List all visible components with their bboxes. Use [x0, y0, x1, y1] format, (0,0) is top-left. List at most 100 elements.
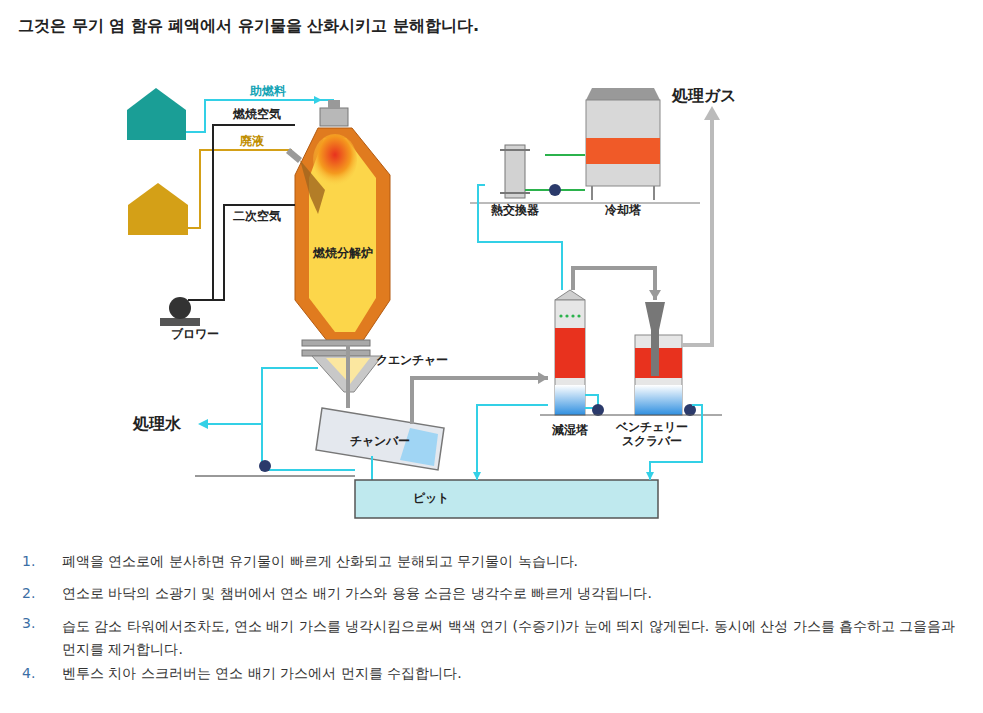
cooling-tower-leg: [591, 186, 593, 200]
ground-line: [195, 476, 355, 477]
spray-dot: [571, 314, 574, 317]
dehumidifier-water: [555, 385, 585, 415]
connector: [478, 185, 562, 290]
list-number: 2.: [22, 585, 35, 601]
output-label: 処理ガス: [672, 86, 736, 107]
connector-line: [478, 185, 562, 290]
list-text: 폐액을 연소로에 분사하면 유기물이 빠르게 산화되고 분해되고 무기물이 녹습…: [62, 553, 967, 571]
treated-gas-arrow: [704, 106, 720, 120]
chamber-outlet: [410, 408, 414, 424]
connector: [348, 345, 349, 408]
chamber-box: チャンバー: [315, 408, 445, 476]
venturi-scrubber-box: ベンチェリー スクラバー: [612, 300, 692, 448]
heat-exchanger-flange: [500, 149, 530, 151]
cooling-tower-fill: [586, 138, 660, 164]
arrow-head: [646, 472, 654, 480]
cooling-tower-body: [586, 100, 660, 186]
connector-line: [477, 405, 548, 480]
connector-line: [412, 378, 548, 408]
quench-water-line: [262, 368, 355, 470]
dehumidifier-body: [555, 300, 585, 415]
connector: [412, 372, 548, 408]
spray-dot: [577, 314, 580, 317]
edge-label: 二次空気: [232, 209, 282, 223]
node-label: 減湿塔: [548, 423, 592, 437]
arrow-head: [473, 472, 481, 480]
connector: [224, 205, 295, 292]
treated-water-line: [206, 423, 262, 425]
ground-line: [540, 415, 722, 416]
spray-dot: [559, 314, 562, 317]
connector: [213, 125, 295, 292]
list-number: 4.: [22, 665, 35, 681]
pump: [549, 184, 561, 196]
connector: [573, 268, 661, 300]
connector-line: [573, 268, 655, 300]
chamber-body: [316, 408, 444, 470]
list-number: 1.: [22, 553, 35, 569]
blower-outlet: [212, 292, 214, 300]
output-label: 処理水: [133, 414, 181, 435]
heat-exchanger-body: [505, 145, 525, 198]
list-text: 벤투스 치아 스크러버는 연소 배기 가스에서 먼지를 수집합니다.: [62, 665, 967, 683]
node-label: 燃焼分解炉: [295, 246, 390, 260]
waste-label: 廃液: [240, 133, 264, 150]
fuel-label: 助燃料: [250, 83, 286, 100]
heat-exchanger-flange: [500, 192, 530, 194]
connector: [545, 155, 585, 156]
dehumidifier-box: 減湿塔: [548, 290, 592, 445]
blower-fan: [169, 297, 191, 319]
pit-basin: [355, 480, 658, 518]
node-label: 冷却塔: [585, 203, 660, 217]
node-label: ブロワー: [155, 327, 235, 341]
quencher-flange: [302, 340, 370, 346]
cooling-tower-leg: [653, 186, 655, 200]
venturi-water: [635, 385, 682, 415]
blower-box: ブロワー: [155, 292, 235, 342]
title: 그것은 무기 염 함유 폐액에서 유기물을 산화시키고 분해합니다.: [18, 16, 479, 37]
cooling-tower-fan: [586, 88, 660, 100]
list-text: 습도 감소 타워에서조차도, 연소 배기 가스를 냉각시킴으로써 백색 연기 (…: [62, 615, 967, 661]
spray-dot: [565, 314, 568, 317]
waste-line: [188, 150, 292, 228]
quencher-flange: [302, 350, 370, 356]
cooling-tower-box: 冷却塔: [585, 88, 660, 222]
arrow-head: [649, 290, 661, 300]
venturi-throat: [645, 302, 665, 376]
fuel-tank: [127, 88, 186, 140]
pump: [592, 404, 604, 416]
blower-base: [160, 318, 200, 326]
node-label: 熱交換器: [485, 203, 545, 217]
edge-label: 燃焼空気: [232, 107, 282, 121]
dehumidifier-cap: [555, 290, 585, 300]
furnace-brick: [295, 128, 390, 342]
waste-spray: [300, 160, 325, 214]
node-label: ベンチェリー スクラバー: [612, 420, 692, 448]
burner: [320, 108, 348, 126]
dehumidifier-packing: [555, 328, 585, 378]
fuel-arrow: [314, 96, 322, 104]
pit-box: ピット: [355, 480, 658, 518]
list-text: 연소로 바닥의 소광기 및 챔버에서 연소 배기 가스와 용융 소금은 냉각수로…: [62, 585, 967, 603]
connector-line: [224, 205, 295, 292]
list-number: 3.: [22, 615, 35, 631]
part-name: クエンチャー: [376, 352, 448, 369]
treated-gas-line: [682, 118, 712, 345]
connector-line: [545, 154, 585, 156]
connector-line: [346, 345, 350, 408]
connector: [473, 405, 548, 480]
waste-nozzle: [286, 148, 302, 163]
fuel-line: [186, 100, 333, 132]
blower-outlet: [188, 292, 224, 300]
pump: [259, 460, 271, 472]
burner-cap: [328, 100, 340, 108]
chamber-drain: [371, 456, 373, 480]
flame: [313, 134, 357, 186]
node-label: チャンバー: [315, 434, 445, 448]
treated-water-arrow: [198, 419, 208, 429]
arrow-head: [538, 372, 548, 384]
furnace-box: 燃焼分解炉: [295, 108, 390, 345]
